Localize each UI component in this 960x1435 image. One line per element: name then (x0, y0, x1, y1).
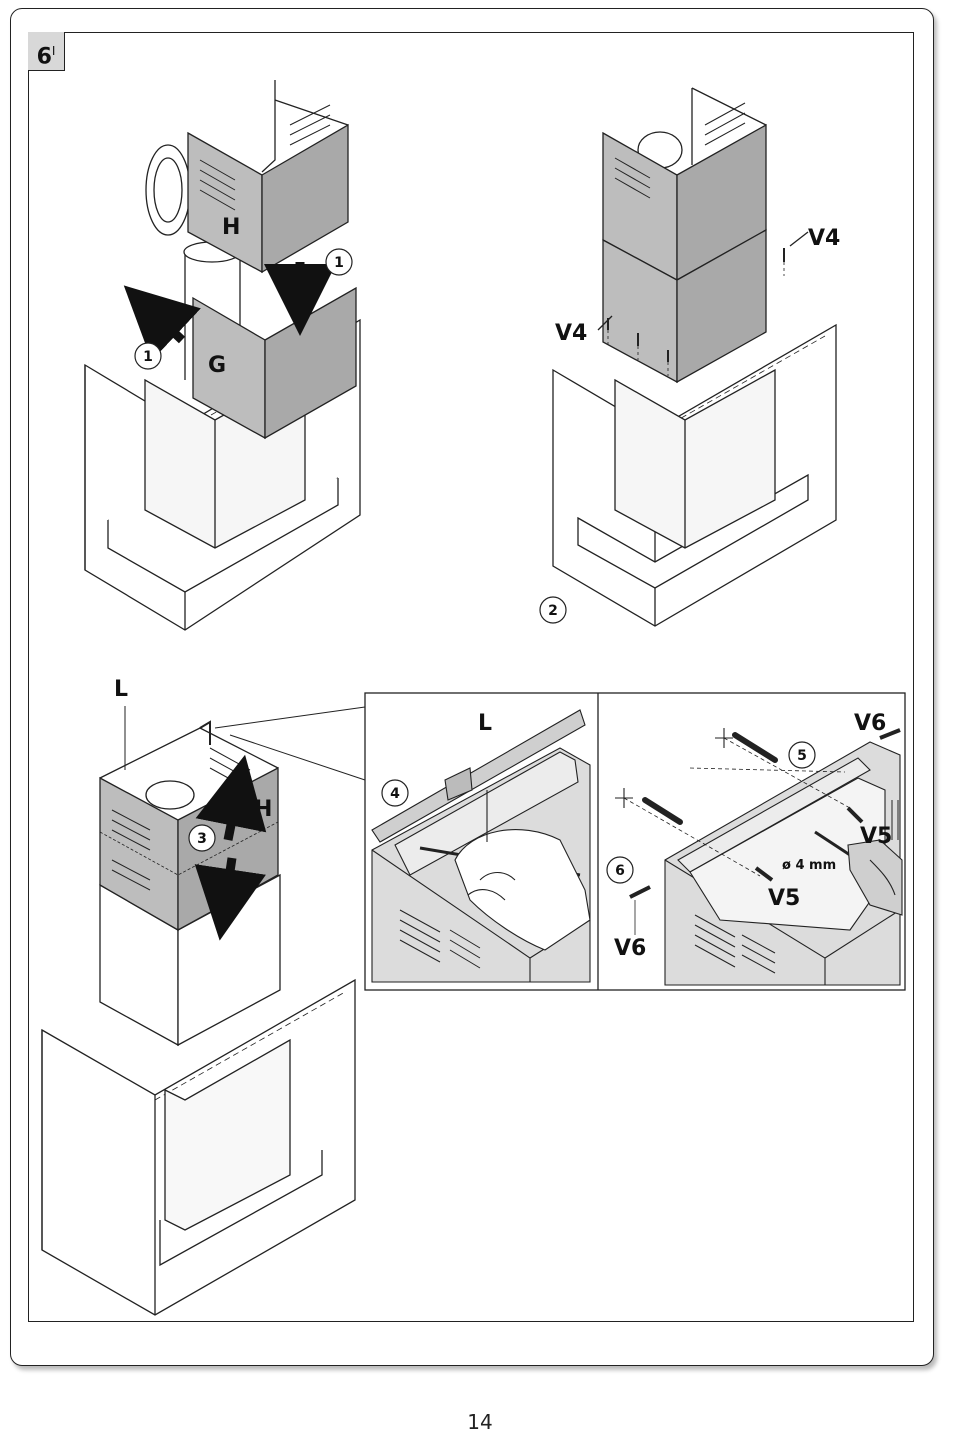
step-circle-1b: 1 (134, 342, 162, 370)
step-2-text: 2 (548, 603, 558, 619)
detail-4-pencil-marking (371, 709, 591, 983)
label-L-fig3: L (114, 677, 128, 702)
figure-1-cover-fitting (84, 80, 361, 631)
label-L-detail4: L (478, 711, 492, 736)
label-drill-diameter: ø 4 mm (782, 858, 836, 873)
step-4-text: 4 (390, 786, 400, 802)
label-V4-left: V4 (555, 321, 587, 346)
step-1b-text: 1 (143, 349, 153, 365)
page-number: 14 (467, 1410, 493, 1434)
assembly-illustration: H G 1 1 (41, 80, 906, 1316)
step-circle-2: 2 (539, 596, 567, 624)
step-circle-6: 6 (606, 856, 634, 884)
step-6-text: 6 (615, 863, 625, 879)
label-H-fig3: H (254, 797, 272, 822)
step-circle-4: 4 (381, 779, 409, 807)
label-V6-bottom: V6 (614, 936, 646, 961)
label-V6-top: V6 (854, 711, 886, 736)
step-circle-1a: 1 (325, 248, 353, 276)
figure-3-marking-position (41, 706, 366, 1316)
step-superscript: I (51, 44, 56, 58)
figure-2-screw-fixing (552, 87, 837, 627)
label-G-fig1: G (208, 353, 226, 378)
label-V4-right: V4 (808, 226, 840, 251)
label-H-fig1: H (222, 215, 240, 240)
step-tab: 6I (28, 32, 65, 71)
detail-5-6-drilling (615, 728, 903, 986)
step-circle-3: 3 (188, 824, 216, 852)
step-circle-5: 5 (788, 741, 816, 769)
step-1a-text: 1 (334, 255, 344, 271)
step-3-text: 3 (197, 831, 207, 847)
label-V5-bottom: V5 (768, 886, 800, 911)
step-5-text: 5 (797, 748, 807, 764)
step-number: 6 (36, 44, 52, 70)
label-V5-right: V5 (860, 824, 892, 849)
